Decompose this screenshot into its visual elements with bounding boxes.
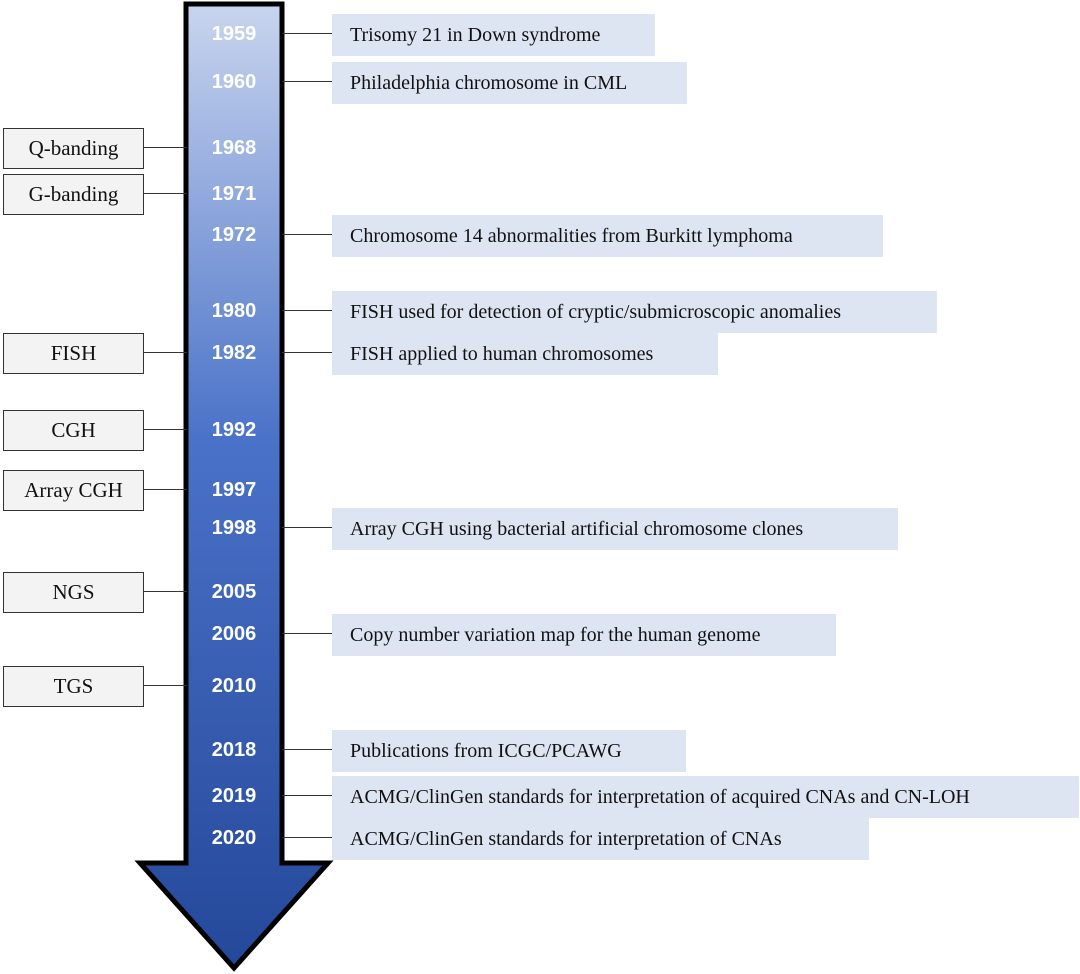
event-connector bbox=[282, 795, 332, 796]
tech-connector bbox=[144, 193, 187, 194]
event-box-2020: ACMG/ClinGen standards for interpretatio… bbox=[332, 818, 869, 860]
event-label: Philadelphia chromosome in CML bbox=[350, 71, 628, 94]
event-label: Chromosome 14 abnormalities from Burkitt… bbox=[350, 224, 793, 247]
event-box-1972: Chromosome 14 abnormalities from Burkitt… bbox=[332, 215, 883, 257]
tech-connector bbox=[144, 429, 187, 430]
event-label: Copy number variation map for the human … bbox=[350, 623, 761, 646]
event-box-1982: FISH applied to human chromosomes bbox=[332, 333, 718, 375]
event-box-1960: Philadelphia chromosome in CML bbox=[332, 62, 687, 104]
year-label-1960: 1960 bbox=[211, 71, 257, 93]
event-box-1959: Trisomy 21 in Down syndrome bbox=[332, 14, 655, 56]
tech-connector bbox=[144, 591, 187, 592]
event-box-2018: Publications from ICGC/PCAWG bbox=[332, 730, 686, 772]
event-label: ACMG/ClinGen standards for interpretatio… bbox=[350, 785, 970, 808]
event-connector bbox=[282, 837, 332, 838]
tech-connector bbox=[144, 685, 187, 686]
tech-connector bbox=[144, 489, 187, 490]
technology-box-array-cgh: Array CGH bbox=[3, 470, 144, 511]
year-label-1982: 1982 bbox=[211, 342, 257, 364]
tech-connector bbox=[144, 352, 187, 353]
year-label-1997: 1997 bbox=[211, 479, 257, 501]
event-connector bbox=[282, 633, 332, 634]
year-label-2005: 2005 bbox=[211, 581, 257, 603]
event-label: Trisomy 21 in Down syndrome bbox=[350, 23, 601, 46]
event-connector bbox=[282, 33, 332, 34]
event-box-1998: Array CGH using bacterial artificial chr… bbox=[332, 508, 898, 550]
event-connector bbox=[282, 749, 332, 750]
event-connector bbox=[282, 352, 332, 353]
year-label-1959: 1959 bbox=[211, 23, 257, 45]
event-connector bbox=[282, 527, 332, 528]
year-label-1971: 1971 bbox=[211, 183, 257, 205]
tech-connector bbox=[144, 147, 187, 148]
year-label-1998: 1998 bbox=[211, 517, 257, 539]
technology-box-g-banding: G-banding bbox=[3, 174, 144, 215]
year-label-2006: 2006 bbox=[211, 623, 257, 645]
year-label-2019: 2019 bbox=[211, 785, 257, 807]
event-label: FISH applied to human chromosomes bbox=[350, 342, 654, 365]
event-connector bbox=[282, 234, 332, 235]
event-label: ACMG/ClinGen standards for interpretatio… bbox=[350, 827, 782, 850]
event-connector bbox=[282, 310, 332, 311]
year-label-1992: 1992 bbox=[211, 419, 257, 441]
technology-box-fish: FISH bbox=[3, 333, 144, 374]
event-box-1980: FISH used for detection of cryptic/submi… bbox=[332, 291, 937, 333]
year-label-1968: 1968 bbox=[211, 137, 257, 159]
technology-box-ngs: NGS bbox=[3, 572, 144, 613]
year-label-1972: 1972 bbox=[211, 224, 257, 246]
event-box-2006: Copy number variation map for the human … bbox=[332, 614, 836, 656]
event-label: Publications from ICGC/PCAWG bbox=[350, 739, 622, 762]
year-label-2020: 2020 bbox=[211, 827, 257, 849]
year-label-1980: 1980 bbox=[211, 300, 257, 322]
technology-box-tgs: TGS bbox=[3, 666, 144, 707]
event-label: FISH used for detection of cryptic/submi… bbox=[350, 300, 841, 323]
technology-box-q-banding: Q-banding bbox=[3, 128, 144, 169]
year-label-2018: 2018 bbox=[211, 739, 257, 761]
year-label-2010: 2010 bbox=[211, 675, 257, 697]
event-connector bbox=[282, 81, 332, 82]
event-box-2019: ACMG/ClinGen standards for interpretatio… bbox=[332, 776, 1079, 818]
technology-box-cgh: CGH bbox=[3, 410, 144, 451]
event-label: Array CGH using bacterial artificial chr… bbox=[350, 517, 804, 540]
